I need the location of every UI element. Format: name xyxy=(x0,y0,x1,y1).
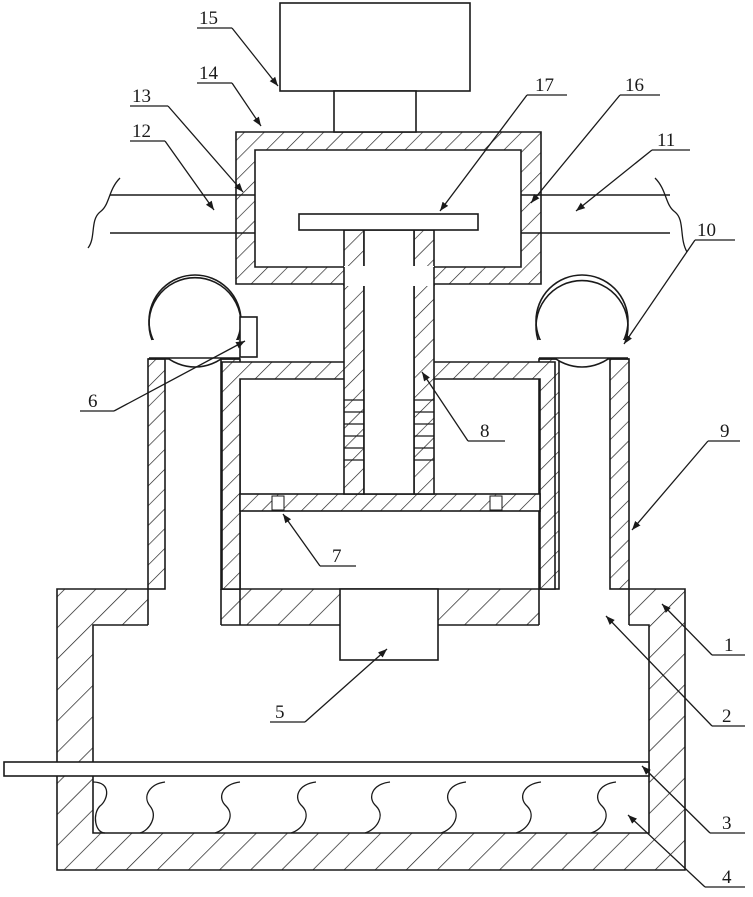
label-8: 8 xyxy=(480,421,490,442)
label-10: 10 xyxy=(697,220,716,241)
motor-neck xyxy=(334,91,416,132)
motor-block xyxy=(340,589,438,660)
label-14: 14 xyxy=(199,63,219,84)
label-1: 1 xyxy=(724,635,734,656)
label-7: 7 xyxy=(332,546,342,567)
push-rod xyxy=(4,762,649,776)
label-4: 4 xyxy=(722,867,732,888)
label-15: 15 xyxy=(199,8,218,29)
label-16: 16 xyxy=(625,75,644,96)
label-13: 13 xyxy=(132,86,151,107)
label-17: 17 xyxy=(535,75,554,96)
label-12: 12 xyxy=(132,121,151,142)
label-11: 11 xyxy=(657,130,675,151)
sensor xyxy=(240,317,257,357)
label-6: 6 xyxy=(88,391,98,412)
label-5: 5 xyxy=(275,702,285,723)
label-3: 3 xyxy=(722,813,732,834)
spring-elements xyxy=(93,782,616,833)
label-9: 9 xyxy=(720,421,730,442)
label-2: 2 xyxy=(722,706,732,727)
top-motor xyxy=(280,3,470,91)
